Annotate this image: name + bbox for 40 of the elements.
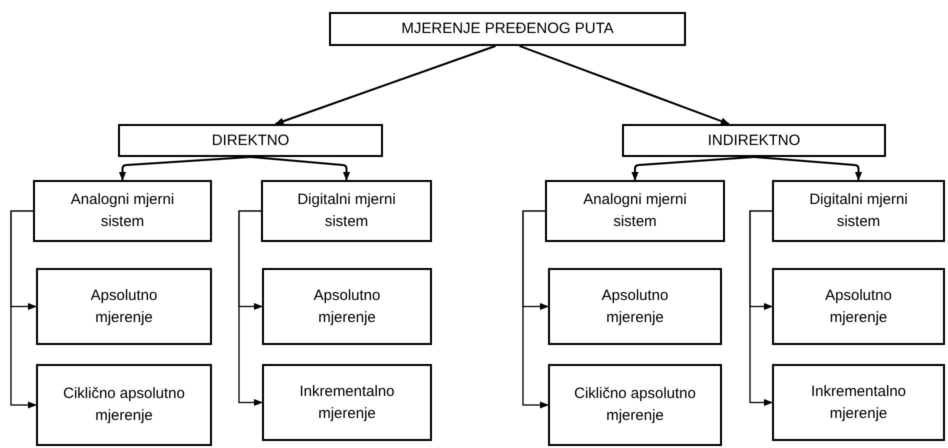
heading-box <box>622 124 886 157</box>
arrow <box>749 210 773 406</box>
arrow <box>519 45 730 125</box>
process-box <box>262 268 432 345</box>
heading-box <box>118 124 383 157</box>
node-label: Apsolutno mjerenje <box>824 286 893 328</box>
process-box <box>545 180 725 242</box>
process-box <box>772 180 945 242</box>
node-label: DIREKTNO <box>212 130 290 151</box>
node-label: Inkrementalno mjerenje <box>810 382 908 424</box>
process-box <box>772 268 945 345</box>
node-label: MJERENJE PREĐENOG PUTA <box>401 19 614 40</box>
node-label: Inkrementalno mjerenje <box>298 382 396 424</box>
heading-box <box>329 12 686 46</box>
process-box <box>261 180 432 242</box>
node-label: Ciklično apsolutno mjerenje <box>574 384 696 426</box>
arrow <box>631 156 754 181</box>
node-label: Apsolutno mjerenje <box>312 286 382 328</box>
process-box <box>33 180 212 242</box>
process-box <box>548 268 722 345</box>
process-box <box>36 364 212 446</box>
node-label: INDIREKTNO <box>708 130 800 151</box>
node-label: Digitalni mjerni sistem <box>808 190 909 232</box>
process-box <box>36 268 212 345</box>
node-label: Apsolutno mjerenje <box>600 286 670 328</box>
process-box <box>262 364 432 441</box>
arrow <box>250 156 350 181</box>
arrow <box>522 210 549 409</box>
node-label: Digitalni mjerni sistem <box>296 190 397 232</box>
arrow <box>118 156 251 181</box>
arrow <box>754 156 862 181</box>
node-label: Apsolutno mjerenje <box>90 286 158 328</box>
node-label: Ciklično apsolutno mjerenje <box>62 384 186 426</box>
node-label: Analogni mjerni sistem <box>582 190 688 232</box>
node-label: Analogni mjerni sistem <box>70 190 176 232</box>
process-box <box>772 364 945 441</box>
arrow <box>274 45 496 125</box>
process-box <box>548 364 722 446</box>
arrow <box>238 210 263 406</box>
arrow <box>10 210 37 409</box>
